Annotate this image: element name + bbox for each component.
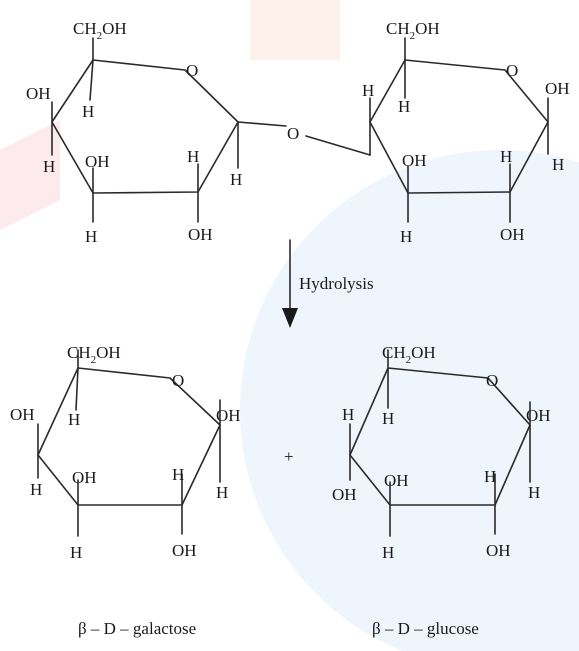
glucose-top-c3-h: H	[400, 227, 412, 246]
plus-sign: +	[284, 447, 294, 466]
lactose-glucose-ring	[369, 37, 549, 223]
galactose-ring-o: O	[172, 371, 184, 390]
glucose-c3-oh: OH	[384, 471, 409, 490]
galactose-top-c2-oh: OH	[188, 225, 213, 244]
glucose-c3-h: H	[382, 543, 394, 562]
hydrolysis-label: Hydrolysis	[299, 274, 374, 293]
glucose-top-c4-h: H	[362, 81, 374, 100]
galactose-c3-h: H	[70, 543, 82, 562]
galactose-ch2: CH2OH	[67, 343, 121, 366]
galactose-top-c4-h: H	[43, 157, 55, 176]
glucose-caption: β – D – glucose	[372, 619, 479, 638]
galactose-c2-h: H	[172, 465, 184, 484]
glucose-ch2: CH2OH	[382, 343, 436, 366]
hydrolysis-arrow	[282, 239, 298, 328]
galactose-top-c1-h: H	[230, 170, 242, 189]
galactose-c4-oh: OH	[10, 405, 35, 424]
glucose-c2-h: H	[484, 467, 496, 486]
glucose-top-c2-oh: OH	[500, 225, 525, 244]
glucose-top-c5-h: H	[398, 97, 410, 116]
glucose-top-c1-h: H	[552, 155, 564, 174]
galactose-c5-h: H	[68, 410, 80, 429]
galactose-top-c3-h: H	[85, 227, 97, 246]
glucose-c1-h: H	[528, 483, 540, 502]
glycosidic-bond	[237, 121, 371, 156]
galactose-top-c2-h: H	[187, 147, 199, 166]
glucose-c1-oh: OH	[526, 406, 551, 425]
galactose-top-c4-oh: OH	[26, 84, 51, 103]
watermark-circle	[240, 150, 579, 651]
glucose-c5-h: H	[382, 409, 394, 428]
galactose-top-ch2: CH2OH	[73, 19, 127, 42]
watermark-orange-block	[250, 0, 340, 60]
galactose-c1-h: H	[216, 483, 228, 502]
galactose-top-c3-oh: OH	[85, 152, 110, 171]
glucose-top-c1-oh: OH	[545, 79, 570, 98]
glucose-top-c2-h: H	[500, 147, 512, 166]
product-galactose-ring	[37, 349, 221, 537]
glucose-c2-oh: OH	[486, 541, 511, 560]
galactose-top-ring-o: O	[186, 61, 198, 80]
galactose-c3-oh: OH	[72, 468, 97, 487]
glucose-top-ring-o: O	[506, 61, 518, 80]
galactose-c2-oh: OH	[172, 541, 197, 560]
galactose-caption: β – D – galactose	[78, 619, 196, 638]
galactose-c4-h: H	[30, 480, 42, 499]
glucose-top-c3-oh: OH	[402, 151, 427, 170]
watermark-red-wedge	[0, 120, 60, 230]
glycosidic-oxygen: O	[287, 124, 299, 143]
galactose-top-c5-h: H	[82, 102, 94, 121]
glucose-ring-o: O	[486, 371, 498, 390]
product-glucose-ring	[349, 349, 531, 537]
glucose-c4-oh: OH	[332, 485, 357, 504]
galactose-c1-oh: OH	[216, 406, 241, 425]
glucose-top-ch2: CH2OH	[386, 19, 440, 42]
lactose-galactose-ring	[51, 37, 239, 223]
glucose-c4-h: H	[342, 405, 354, 424]
